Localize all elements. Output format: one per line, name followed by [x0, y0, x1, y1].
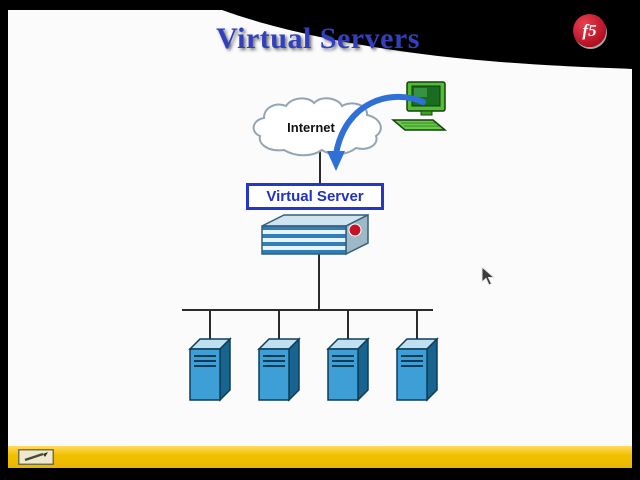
f5-ball-icon	[348, 223, 362, 237]
mouse-cursor	[481, 266, 496, 286]
slide: Virtual Servers f5 Internet Virtual Serv	[8, 10, 632, 468]
top-swoosh-decoration	[222, 10, 632, 69]
server-tower	[187, 310, 233, 407]
slide-title: Virtual Servers	[216, 22, 420, 55]
server-tower	[325, 310, 371, 407]
server-tower	[394, 310, 440, 407]
virtual-server-label: Virtual Server	[266, 188, 364, 205]
internet-label: Internet	[287, 120, 335, 135]
network-bus-line	[182, 309, 433, 311]
virtual-server-box: Virtual Server	[246, 183, 384, 210]
bottom-bar	[8, 446, 632, 468]
f5-logo-text: f5	[582, 20, 597, 40]
server-tower	[256, 310, 302, 407]
connector-cloud-to-box	[319, 148, 321, 186]
cloud-icon	[252, 97, 382, 157]
traffic-arrow-icon	[327, 93, 426, 171]
f5-logo: f5	[573, 14, 606, 47]
load-balancer-appliance-icon	[261, 213, 369, 256]
connector-appliance-to-bus	[318, 252, 320, 311]
internet-cloud: Internet	[246, 94, 401, 160]
pen-tool-icon[interactable]	[18, 449, 54, 465]
